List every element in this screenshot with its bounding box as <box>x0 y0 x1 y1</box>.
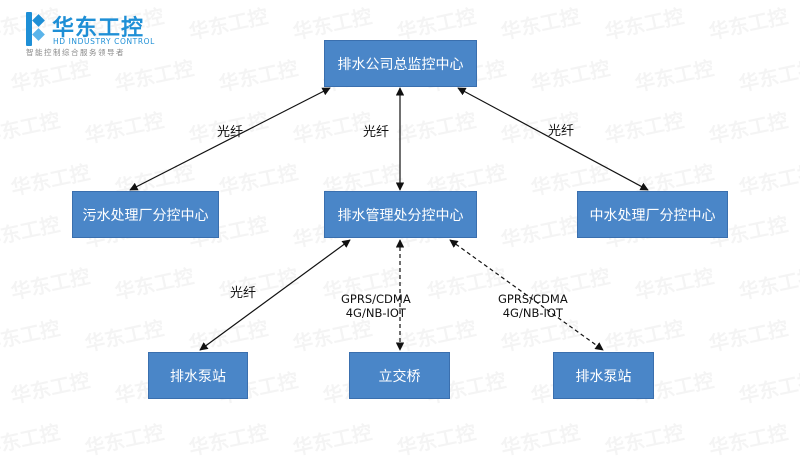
logo-mark-icon <box>26 12 46 52</box>
node-headquarters: 排水公司总监控中心 <box>324 40 477 87</box>
fiber-link-management-pump <box>199 239 351 351</box>
label-wireless-center-line2: 4G/NB-IOT <box>345 306 406 320</box>
node-sewage-center: 污水处理厂分控中心 <box>72 191 219 238</box>
label-fiber-center: 光纤 <box>363 125 390 140</box>
label-fiber-lower: 光纤 <box>230 286 257 301</box>
fiber-link-hq-sewage <box>129 87 331 191</box>
logo-tagline: 智能控制综合服务领导者 <box>26 48 125 57</box>
label-fiber-left: 光纤 <box>217 125 244 140</box>
label-fiber-right: 光纤 <box>548 124 575 139</box>
label-wireless-center-line1: GPRS/CDMA <box>341 292 411 306</box>
logo-english-name: HD INDUSTRY CONTROL <box>53 37 155 46</box>
company-logo: 华东工控 HD INDUSTRY CONTROL 智能控制综合服务领导者 <box>26 12 166 57</box>
node-overpass: 立交桥 <box>349 352 450 399</box>
node-reclaimed-center: 中水处理厂分控中心 <box>577 191 728 238</box>
label-wireless-right: GPRS/CDMA 4G/NB-IOT <box>498 292 568 320</box>
fiber-link-hq-reclaimed <box>457 87 649 191</box>
node-pump-station-right: 排水泵站 <box>553 352 654 399</box>
node-drainage-management: 排水管理处分控中心 <box>324 191 477 238</box>
label-wireless-center: GPRS/CDMA 4G/NB-IOT <box>341 292 411 320</box>
label-wireless-right-line2: 4G/NB-IOT <box>502 306 563 320</box>
logo-title: 华东工控 <box>52 16 145 41</box>
label-wireless-right-line1: GPRS/CDMA <box>498 292 568 306</box>
node-pump-station-left: 排水泵站 <box>148 352 248 399</box>
connection-lines <box>129 87 649 351</box>
wireless-link-management-pump <box>449 239 604 351</box>
